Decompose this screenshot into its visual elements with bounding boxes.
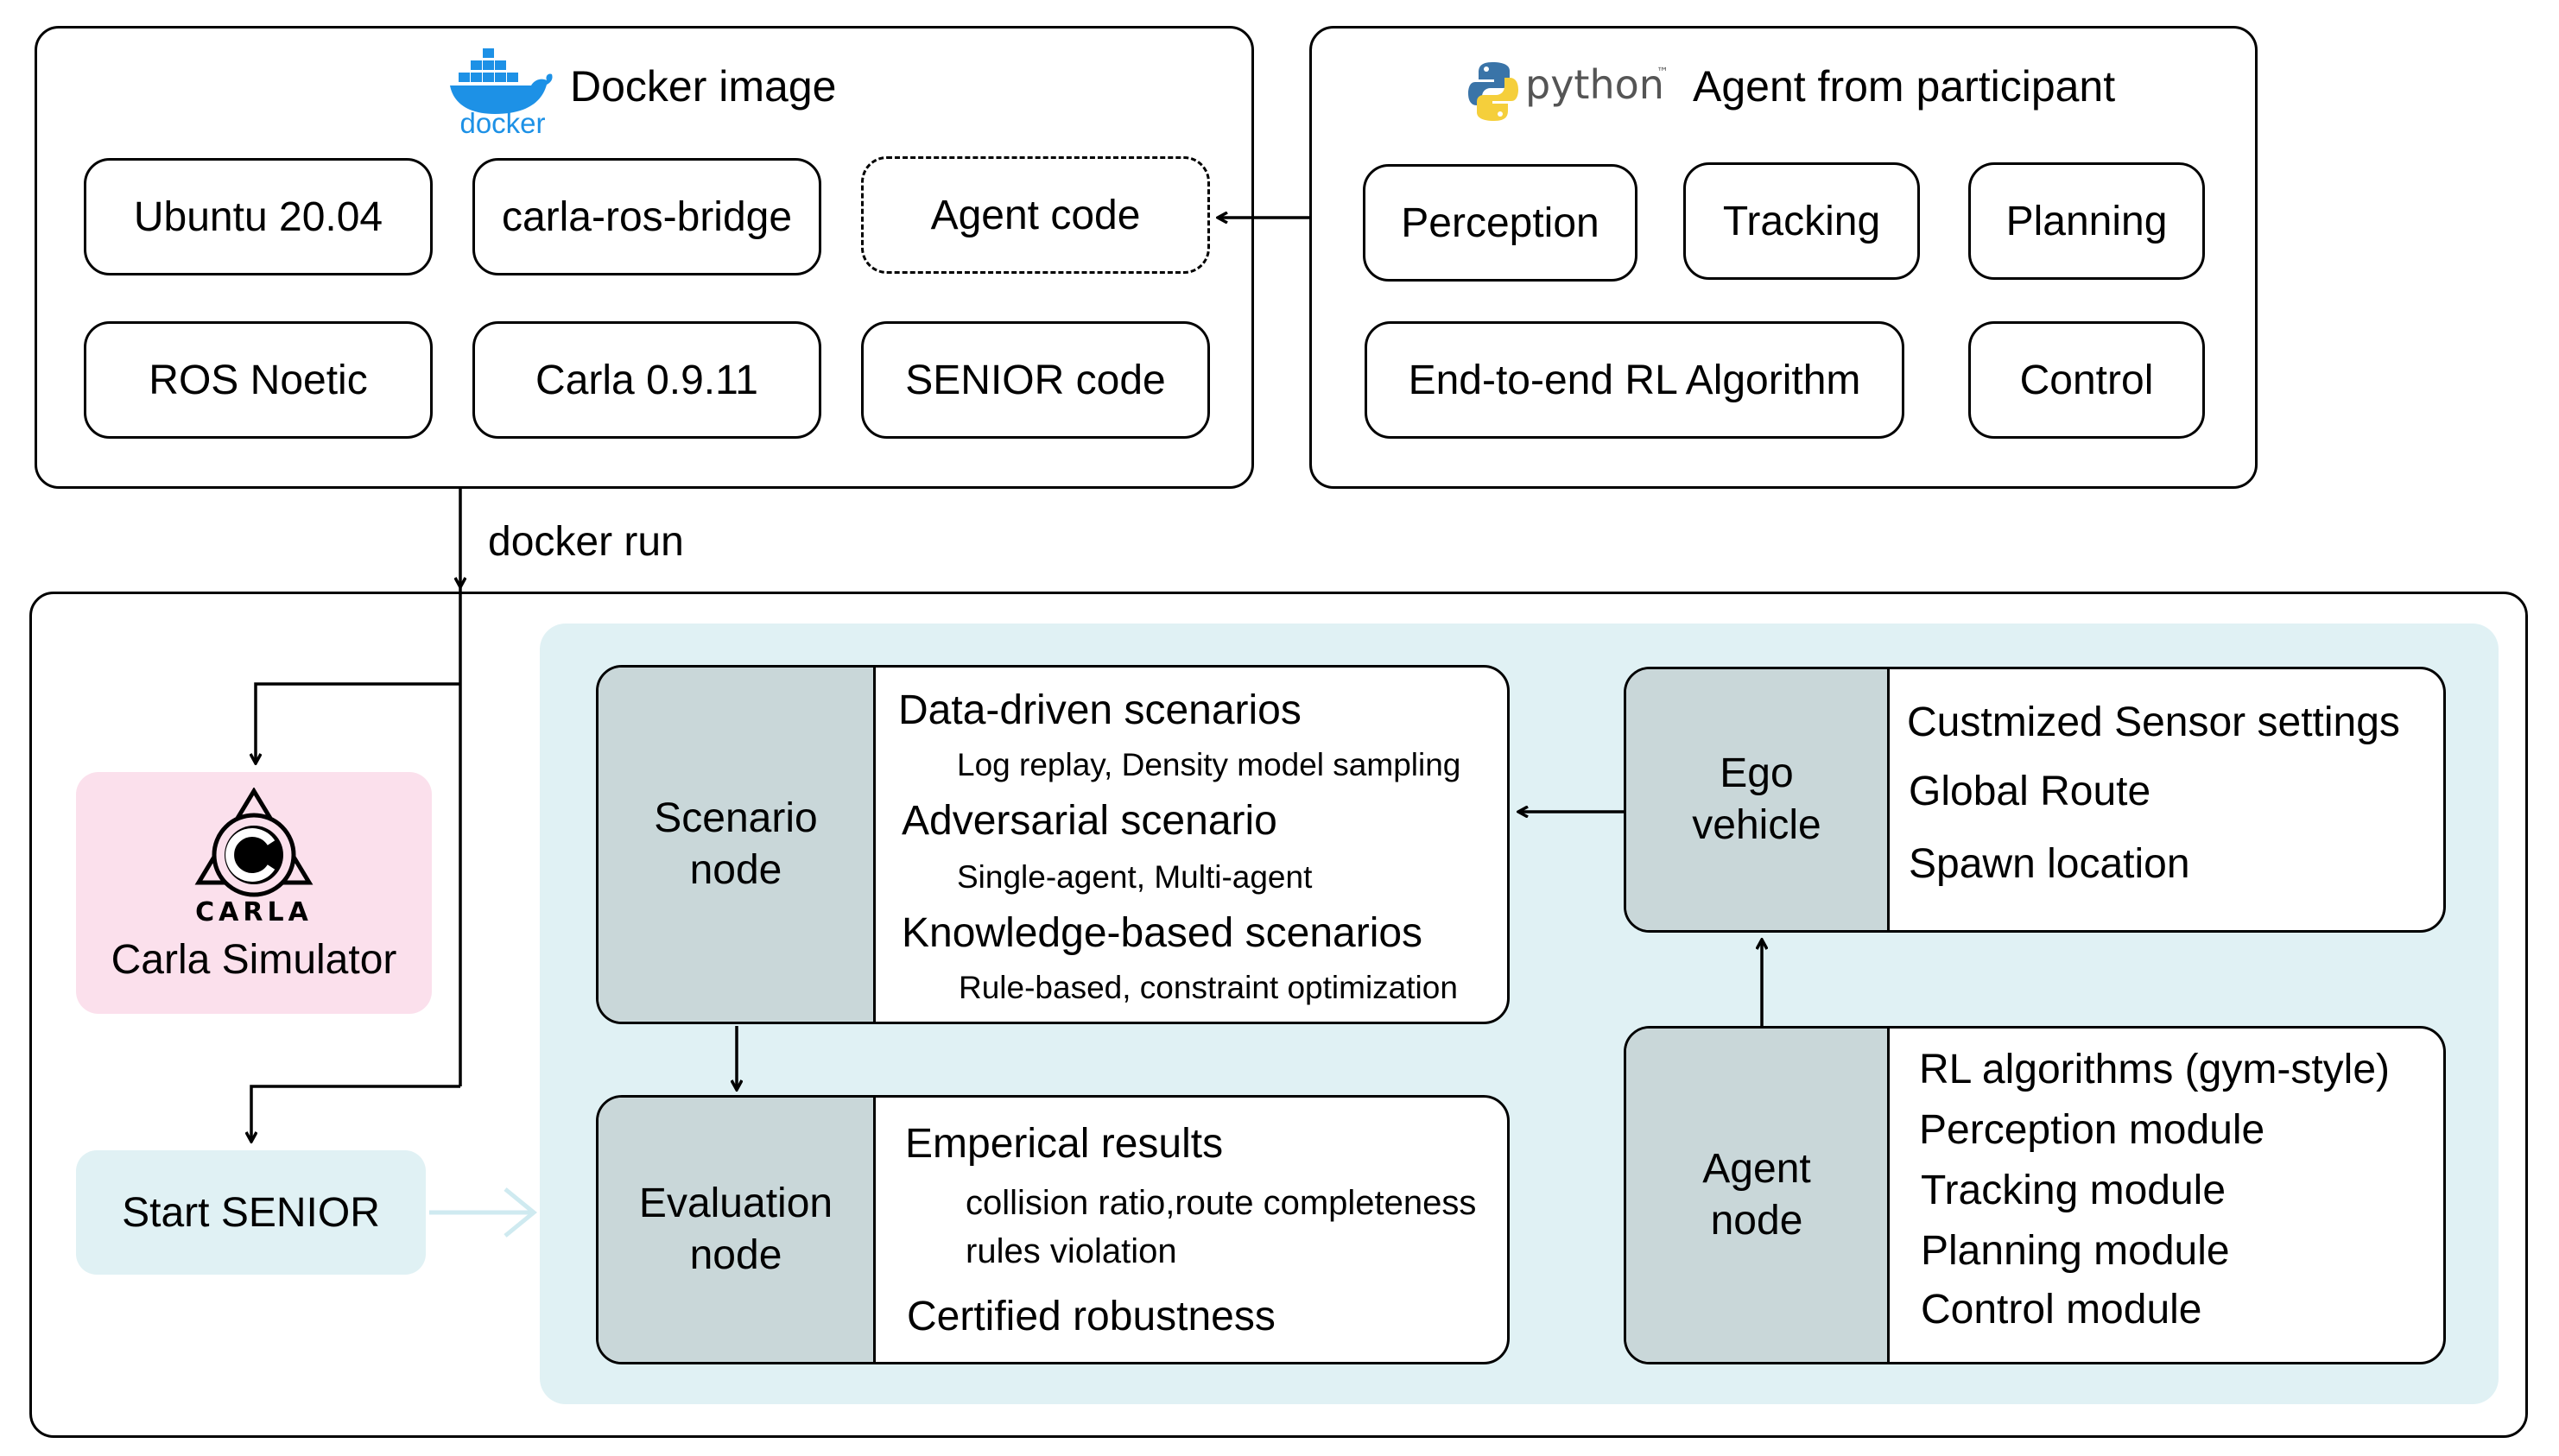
ego-vehicle-head-line: vehicle [1692,802,1821,848]
python-panel-title: Agent from participant [1693,62,2116,111]
evaluation-node-head: Evaluation node [599,1098,876,1362]
scenario-subline: Log replay, Density model sampling [957,747,1461,782]
ego-vehicle-node-head: Ego vehicle [1626,669,1890,930]
agent-item-e2e-rl: End-to-end RL Algorithm [1365,321,1904,439]
python-logo: python ™ [1468,57,1684,123]
agent-node: Agent node RL algorithms (gym-style) Per… [1624,1026,2446,1364]
python-logo-text: python [1525,61,1664,108]
evaluation-node-head-line: Evaluation [638,1181,833,1226]
evaluation-node: Evaluation node Emperical results collis… [596,1095,1510,1364]
agent-item-planning: Planning [1968,162,2205,280]
agent-item-tracking: Tracking [1683,162,1920,280]
agent-node-line: RL algorithms (gym-style) [1919,1047,2390,1092]
docker-logo-text: docker [459,107,545,136]
docker-item-carla: Carla 0.9.11 [472,321,821,439]
scenario-node-body: Data-driven scenarios Log replay, Densit… [876,668,1507,1022]
docker-logo: docker [445,40,561,139]
carla-logo: CARLA [190,787,318,927]
ego-vehicle-node-body: Custmized Sensor settings Global Route S… [1890,669,2443,930]
scenario-node-head-line: Scenario [654,795,818,841]
python-agent-panel [1309,26,2258,489]
docker-item-ubuntu: Ubuntu 20.04 [84,158,433,275]
scenario-node: Scenario node Data-driven scenarios Log … [596,665,1510,1024]
agent-node-line: Control module [1921,1287,2202,1333]
ego-vehicle-line: Custmized Sensor settings [1907,700,2400,745]
arrow-to-carla [256,682,460,763]
ego-vehicle-line: Global Route [1909,769,2151,814]
ego-vehicle-line: Spawn location [1909,841,2190,887]
docker-run-label: docker run [488,519,684,565]
arrow-to-start-senior [251,1085,460,1142]
python-trademark: ™ [1656,66,1669,79]
carla-logo-icon: CARLA [194,787,314,927]
ego-vehicle-node: Ego vehicle Custmized Sensor settings Gl… [1624,667,2446,933]
evaluation-node-head-line: node [689,1232,782,1278]
agent-node-head: Agent node [1626,1029,1890,1362]
start-senior-box: Start SENIOR [76,1150,426,1275]
start-senior-label: Start SENIOR [122,1189,380,1236]
runtime-frame [29,592,2528,1438]
agent-node-head-line: node [1710,1198,1803,1244]
agent-item-control: Control [1968,321,2205,439]
evaluation-line: Emperical results [905,1121,1224,1167]
scenario-node-head-line: node [689,847,782,893]
docker-item-agent-code: Agent code [861,156,1210,274]
docker-item-senior-code: SENIOR code [861,321,1210,439]
python-snake-icon [1468,62,1518,121]
evaluation-subline: rules violation [966,1232,1177,1270]
agent-node-head-line: Agent [1702,1146,1811,1192]
agent-item-perception: Perception [1363,164,1637,282]
ego-vehicle-head-line: Ego [1720,750,1794,796]
docker-panel-title: Docker image [570,62,837,111]
evaluation-subline: collision ratio,route completeness [966,1184,1477,1222]
scenario-line: Knowledge-based scenarios [902,910,1423,956]
scenario-subline: Single-agent, Multi-agent [957,859,1313,895]
agent-node-line: Tracking module [1921,1168,2226,1213]
agent-node-line: Perception module [1919,1107,2265,1153]
agent-node-body: RL algorithms (gym-style) Perception mod… [1890,1029,2443,1362]
carla-logo-text: CARLA [195,897,313,926]
scenario-node-head: Scenario node [599,668,876,1022]
scenario-line: Data-driven scenarios [898,687,1302,733]
docker-image-panel [35,26,1254,489]
evaluation-node-body: Emperical results collision ratio,route … [876,1098,1507,1362]
evaluation-line: Certified robustness [907,1294,1276,1339]
scenario-subline: Rule-based, constraint optimization [959,970,1458,1005]
docker-whale-icon: docker [450,48,553,139]
docker-item-carla-ros-bridge: carla-ros-bridge [472,158,821,275]
scenario-line: Adversarial scenario [902,798,1277,844]
docker-item-ros-noetic: ROS Noetic [84,321,433,439]
agent-node-line: Planning module [1921,1228,2230,1274]
carla-simulator-label: Carla Simulator [111,937,397,983]
